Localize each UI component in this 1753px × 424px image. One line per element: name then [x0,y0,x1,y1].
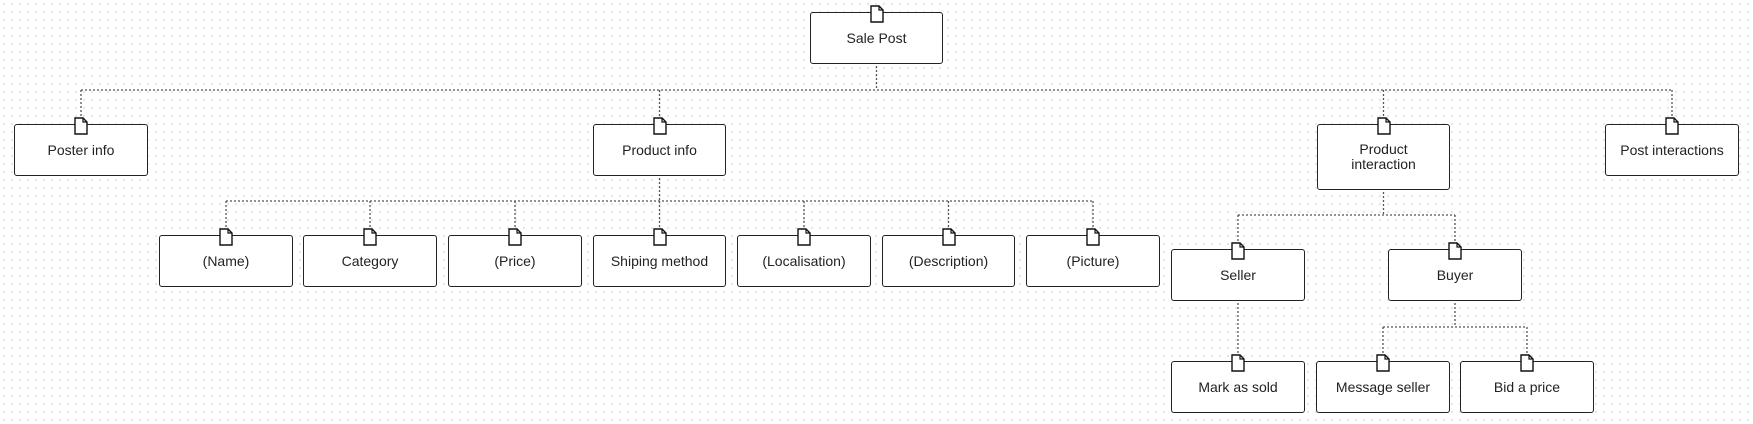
node-post-interactions[interactable]: Post interactions [1605,117,1739,176]
node-product-info[interactable]: Product info [593,117,726,176]
node-label: Post interactions [1620,141,1724,158]
document-icon [1376,354,1390,372]
node-description[interactable]: (Description) [882,228,1015,287]
node-category[interactable]: Category [303,228,437,287]
node-buyer[interactable]: Buyer [1388,242,1522,301]
node-label: Shiping method [610,252,709,269]
node-localisation[interactable]: (Localisation) [737,228,871,287]
document-icon [74,117,88,135]
node-mark-as-sold[interactable]: Mark as sold [1171,354,1305,413]
document-icon [652,228,667,246]
node-label: Message seller [1335,378,1431,395]
node-label: Bid a price [1493,378,1561,395]
document-icon [1448,242,1462,260]
node-price[interactable]: (Price) [448,228,582,287]
node-label: (Picture) [1066,252,1120,269]
node-label: Product interaction [1351,141,1416,172]
node-label: Category [341,252,399,269]
node-sale-post[interactable]: Sale Post [810,5,943,64]
node-label: Sale Post [846,29,907,46]
document-icon [219,228,233,246]
node-label: Poster info [47,141,115,158]
node-label: (Name) [202,252,250,269]
document-icon [363,228,377,246]
node-label: (Localisation) [762,252,846,269]
node-product-interaction[interactable]: Product interaction [1317,117,1450,190]
node-label: (Price) [494,252,536,269]
document-icon [1376,117,1391,135]
node-label: Buyer [1436,266,1474,283]
document-icon [1231,242,1245,260]
node-label: Product info [622,141,697,158]
document-icon [869,5,884,23]
document-icon [508,228,522,246]
document-icon [941,228,956,246]
node-name[interactable]: (Name) [159,228,293,287]
document-icon [652,117,667,135]
document-icon [1665,117,1679,135]
document-icon [1520,354,1534,372]
node-label: (Description) [908,252,989,269]
node-poster-info[interactable]: Poster info [14,117,148,176]
node-label: Seller [1220,266,1256,283]
node-picture[interactable]: (Picture) [1026,228,1160,287]
document-icon [1231,354,1245,372]
document-icon [797,228,811,246]
node-label: Mark as sold [1198,378,1278,395]
document-icon [1086,228,1100,246]
node-seller[interactable]: Seller [1171,242,1305,301]
node-bid-a-price[interactable]: Bid a price [1460,354,1594,413]
node-message-seller[interactable]: Message seller [1316,354,1450,413]
node-shiping-method[interactable]: Shiping method [593,228,726,287]
